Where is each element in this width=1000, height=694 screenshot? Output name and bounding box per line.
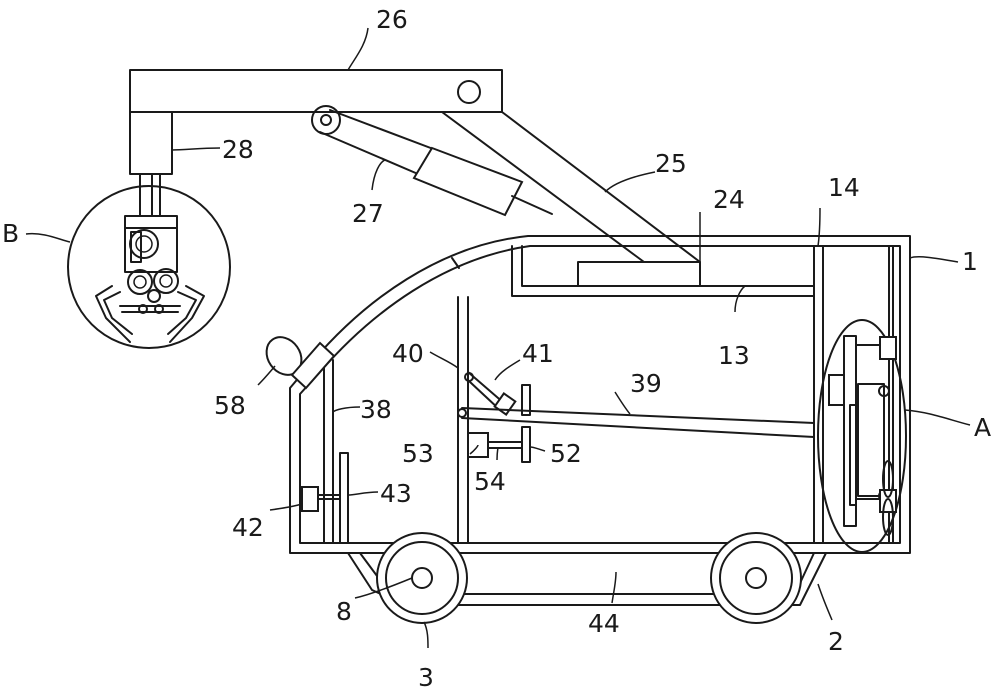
rear-wheel bbox=[710, 532, 802, 624]
label-A: A bbox=[974, 413, 991, 442]
label-24: 24 bbox=[713, 185, 745, 214]
callout-labels: 26 28 27 25 24 14 1 A 13 39 41 40 38 58 … bbox=[2, 5, 991, 692]
label-43: 43 bbox=[380, 479, 412, 508]
label-38: 38 bbox=[360, 395, 392, 424]
label-40: 40 bbox=[392, 339, 424, 368]
label-27: 27 bbox=[352, 199, 384, 228]
warning-lamp bbox=[265, 336, 336, 390]
label-53: 53 bbox=[402, 439, 434, 468]
gripper-detail-b bbox=[67, 185, 231, 349]
leader-lines bbox=[25, 27, 971, 649]
label-54: 54 bbox=[474, 467, 506, 496]
label-B: B bbox=[2, 219, 19, 248]
label-44: 44 bbox=[588, 609, 620, 638]
label-58: 58 bbox=[214, 391, 246, 420]
label-13: 13 bbox=[718, 341, 750, 370]
label-52: 52 bbox=[550, 439, 582, 468]
label-39: 39 bbox=[630, 369, 662, 398]
label-2: 2 bbox=[828, 627, 844, 656]
label-28: 28 bbox=[222, 135, 254, 164]
label-3: 3 bbox=[418, 663, 434, 692]
crane-boom bbox=[129, 69, 503, 216]
mechanism-detail-a bbox=[817, 319, 907, 553]
front-wheel bbox=[376, 532, 468, 624]
label-42: 42 bbox=[232, 513, 264, 542]
label-41: 41 bbox=[522, 339, 554, 368]
label-25: 25 bbox=[655, 149, 687, 178]
label-14: 14 bbox=[828, 173, 860, 202]
label-1: 1 bbox=[962, 247, 978, 276]
hydraulic-cylinder bbox=[319, 109, 553, 217]
label-8: 8 bbox=[336, 597, 352, 626]
label-26: 26 bbox=[376, 5, 408, 34]
